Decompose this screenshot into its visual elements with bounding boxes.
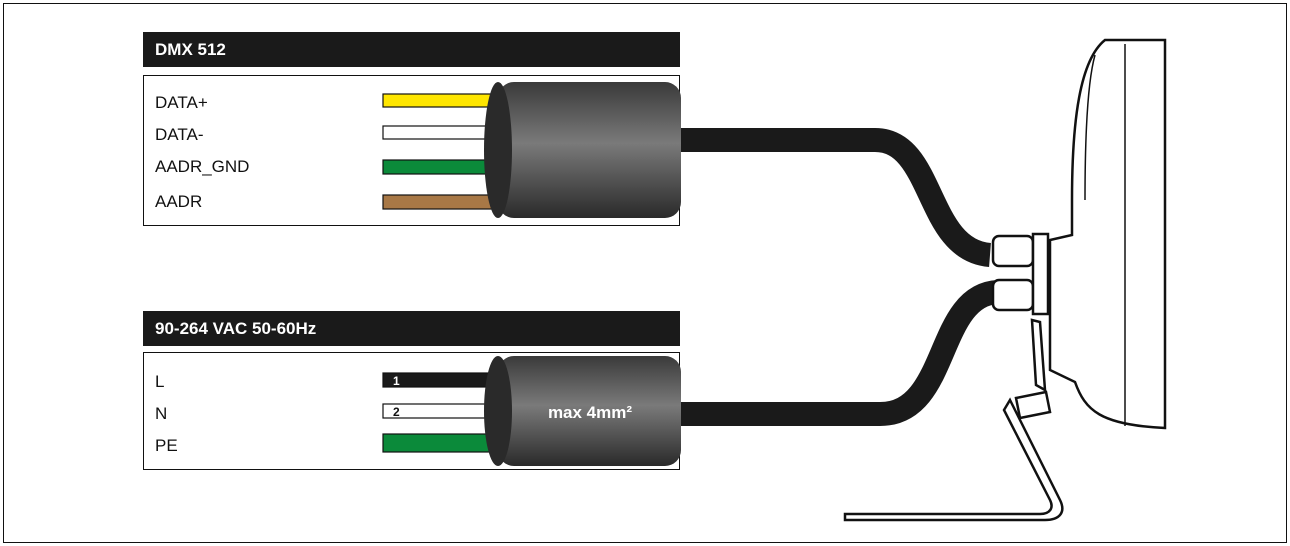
power-wire-label-n: N [155, 404, 168, 423]
power-wire-label-pe: PE [155, 436, 178, 455]
dmx-wire-label-aadr-gnd: AADR_GND [155, 157, 250, 176]
cable-size-note: max 4mm² [548, 403, 632, 422]
wire-n [382, 403, 502, 419]
wire-l-number: 1 [393, 374, 400, 388]
dmx-cable-jacket [498, 82, 681, 218]
wire-n-number: 2 [393, 405, 400, 419]
wire-pe [382, 433, 502, 453]
power-wire-label-l: L [155, 372, 165, 391]
wire-aadr-gnd [382, 159, 502, 175]
dmx-wire-label-aadr: AADR [155, 192, 203, 211]
dmx-header: DMX 512 [143, 32, 680, 67]
dmx-wire-label-data-plus: DATA+ [155, 93, 208, 112]
wire-data-plus [382, 93, 502, 108]
dmx-wire-label-data-minus: DATA- [155, 125, 204, 144]
power-cable-end [484, 356, 512, 466]
power-header: 90-264 VAC 50-60Hz [143, 311, 680, 346]
dmx-cable-end [484, 82, 512, 218]
diagram-frame [3, 3, 1287, 543]
wire-data-minus [382, 125, 502, 140]
wire-l [382, 372, 502, 388]
power-cable [675, 280, 1000, 426]
wire-aadr [382, 194, 502, 210]
luminaire [843, 38, 1167, 522]
dmx-cable [675, 128, 993, 267]
power-cable-jacket [498, 356, 681, 466]
